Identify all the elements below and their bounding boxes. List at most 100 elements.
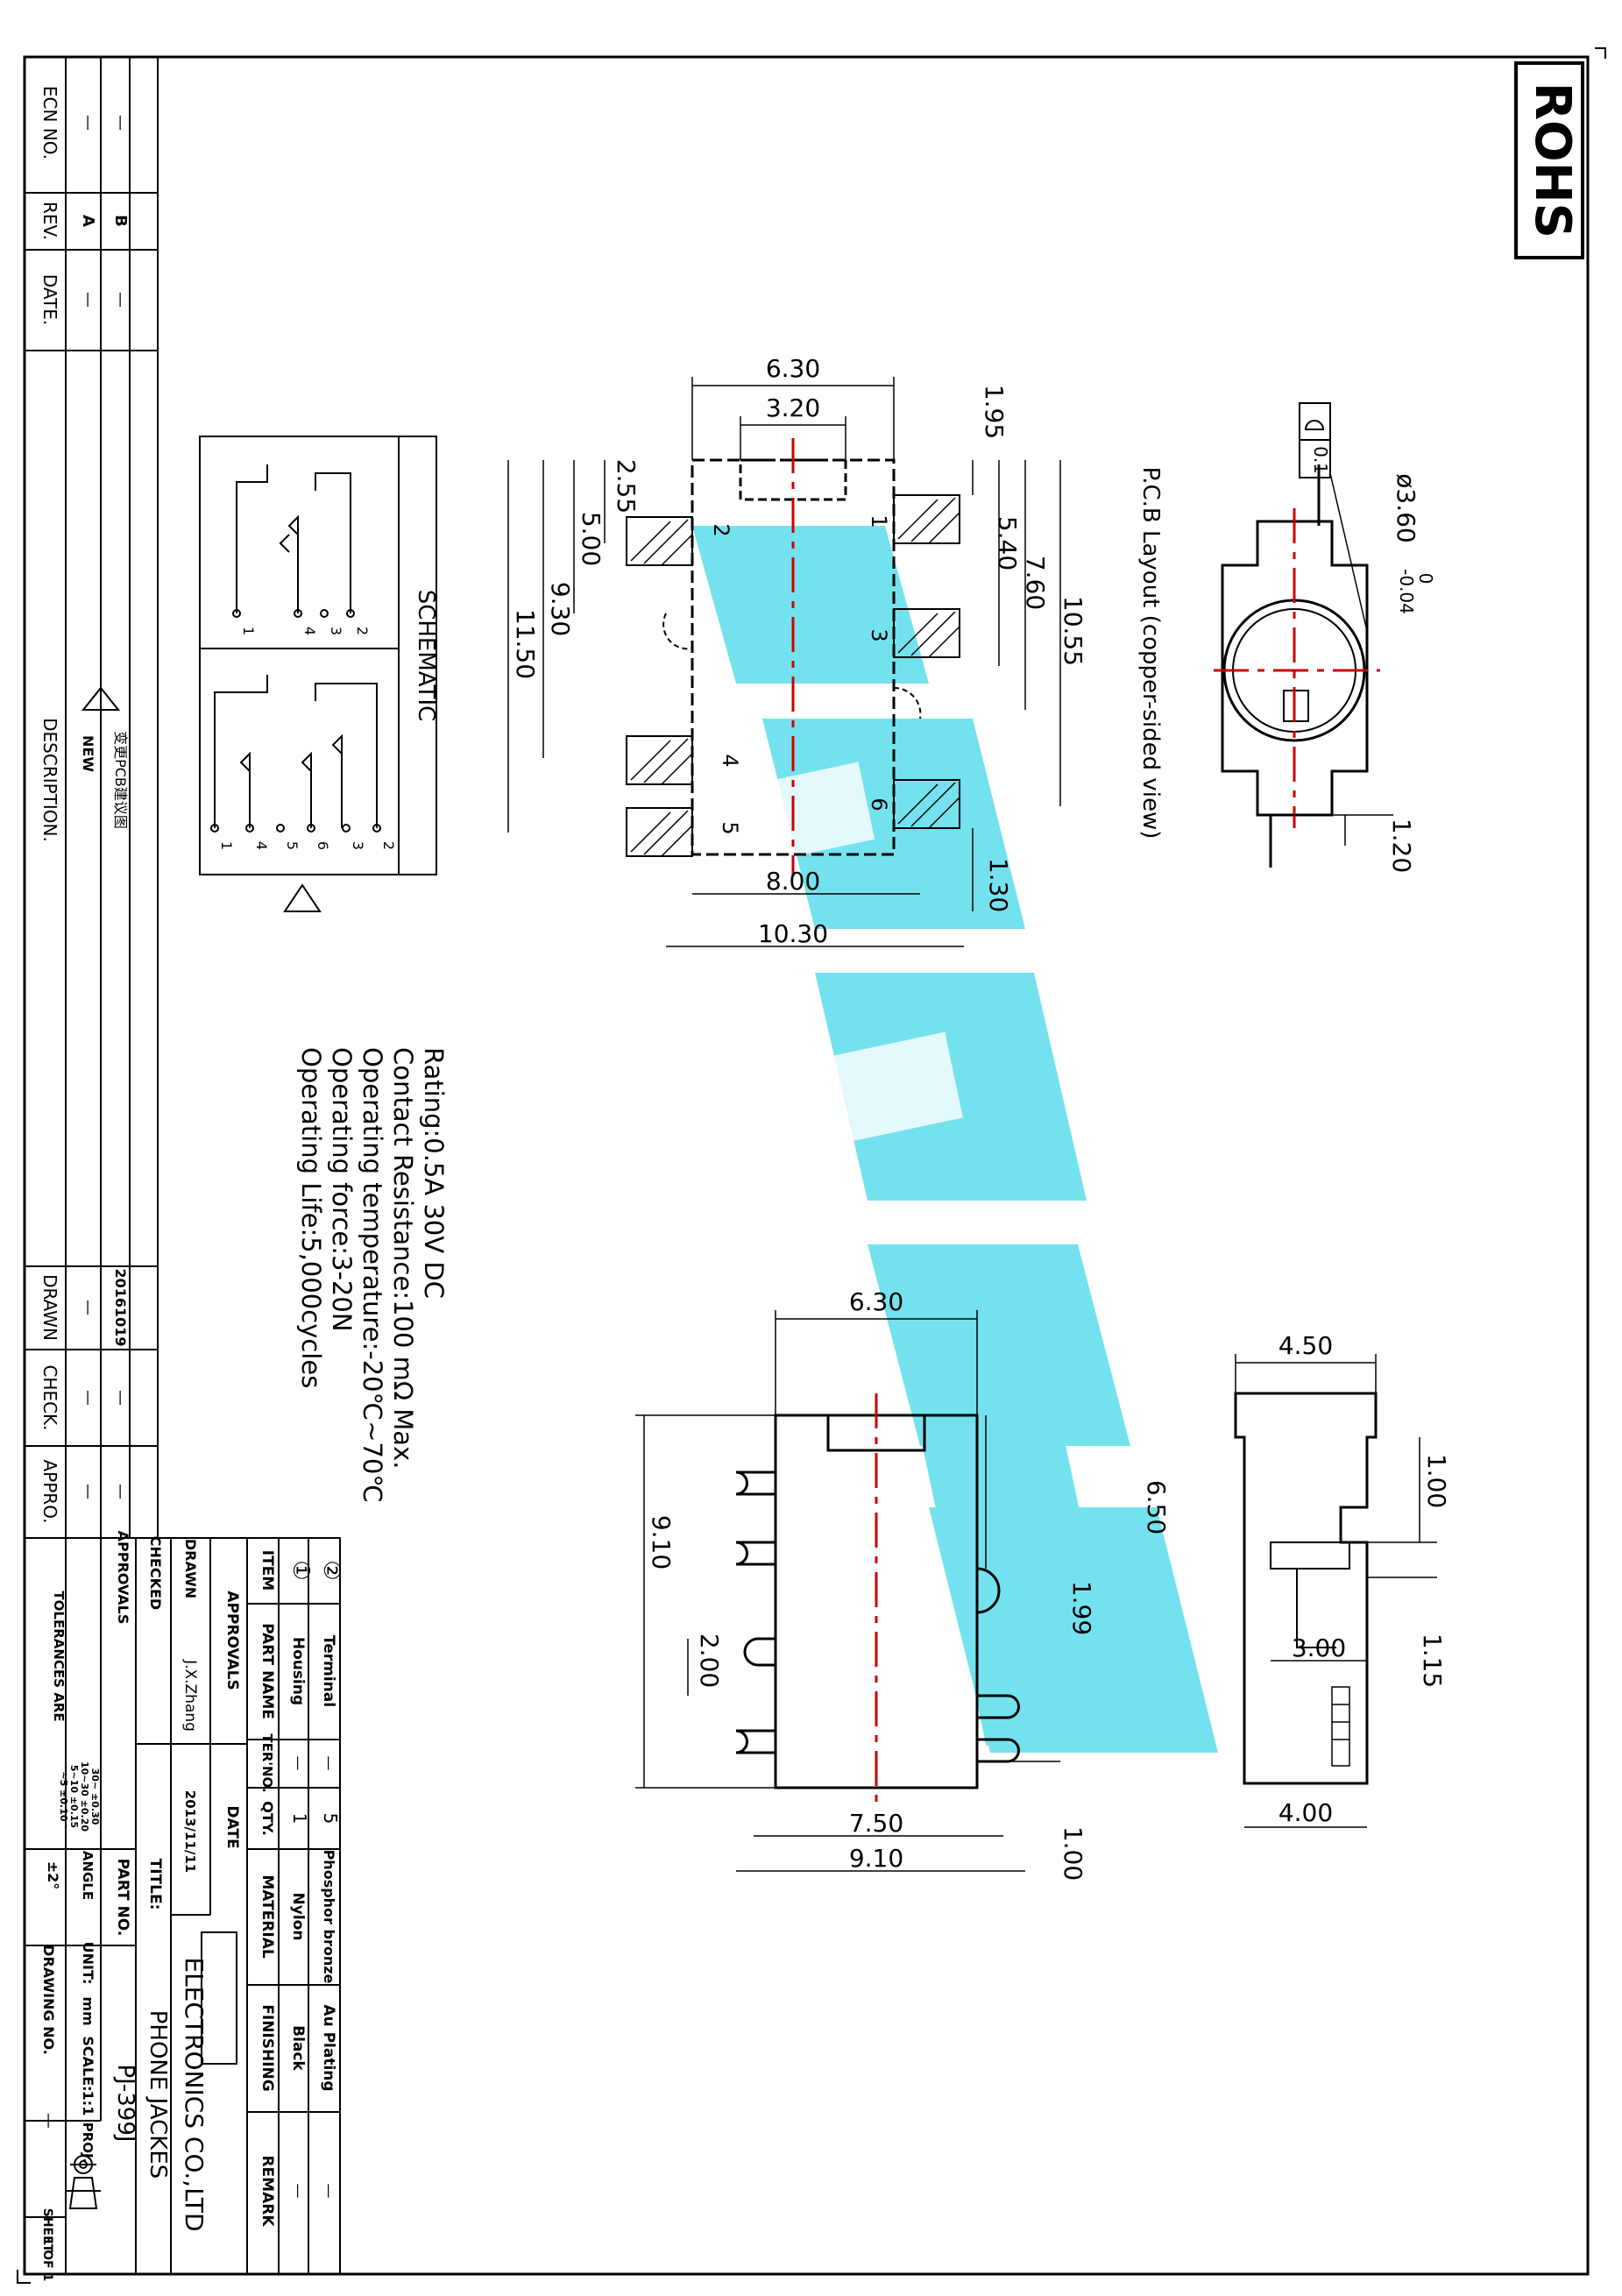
rev-a-new: NEW [80,735,96,772]
rev-a-date: — [79,292,97,308]
bom-header-material: MATERIAL [259,1874,276,1959]
bushing-key [1283,690,1309,722]
pin-label-3: 3 [867,628,891,641]
company-logo [201,1931,237,2065]
tb-tol-row-1: 30~ ±0.30 [89,1768,101,1825]
tb-checked-label: CHECKED [147,1536,164,1610]
dim-0-1: 0.1 [1310,446,1331,474]
schematic-right-pin-5: 5 [284,841,301,850]
tb-tol-row-2: 10~30 ±0.20 [79,1761,90,1832]
tb-title: PHONE JACKES [145,2010,171,2179]
dim-6-30-top: 6.30 [766,354,820,383]
dim-f-2-00: 2.00 [695,1633,724,1688]
schematic-box: SCHEMATIC 2 3 4 1 2 3 6 5 4 1 [199,436,439,875]
tb-partno-label: PART NO. [114,1859,131,1937]
bom-header-ter-no: TER'NO. [259,1733,275,1792]
dim-10-55: 10.55 [1059,596,1087,666]
dim-f-1-99: 1.99 [1067,1581,1096,1635]
tb-drawn-name: J.X.Zhang [181,1659,199,1732]
bom-header-qty: QTY. [259,1801,276,1836]
schematic-right-pin-1: 1 [218,841,235,850]
dim-f-9-10-width: 9.10 [849,1844,903,1873]
pcb-hole-right [893,686,922,719]
spec-rating: Rating:0.5A 30V DC [419,1047,449,1299]
side-view-terminal [1270,1541,1350,1570]
schematic-left-pin-1: 1 [240,627,257,635]
bom-row-housing-ter: — [289,1756,307,1771]
schematic-right-pin-2: 2 [380,841,397,850]
bom-row-housing-remark: — [289,2184,307,2199]
projection-symbol-icon [68,2155,98,2209]
rev-b-date: — [111,292,130,308]
tb-sheet-value: 1 OF 1 [40,2237,54,2282]
pad-5 [626,807,693,857]
dim-7-60: 7.60 [1021,556,1050,610]
bom-row-terminal-material: Phosphor bronze [321,1850,337,1984]
dim-3-60-tol-down: -0.04 [1396,569,1417,614]
schematic-left-pin-3: 3 [328,627,344,635]
rev-header-drawn: DRAWN [39,1274,60,1341]
schematic-title: SCHEMATIC [413,590,439,722]
corner-mark-tr [1595,47,1606,59]
pad-3 [893,608,960,658]
pin-label-2: 2 [709,523,733,536]
dim-5-00: 5.00 [577,512,606,566]
specifications: Rating:0.5A 30V DC Contact Resistance:10… [296,1047,449,1503]
title-block-grid [24,1537,341,2275]
side-view-body [1234,1392,1378,1785]
dim-s-1-15: 1.15 [1418,1633,1447,1688]
tb-angle-value: ±2° [45,1861,61,1890]
spec-operating-force: Operating force:3-20N [327,1047,357,1332]
front-view: 0.1 ø3.60 0 -0.04 1.20 P.C.B Layout (cop… [1137,402,1436,873]
dim-3-60: ø3.60 [1392,473,1420,542]
dim-5-40: 5.40 [993,516,1022,570]
top-view-terminals [735,1470,1020,1763]
tb-date-label: DATE [223,1805,241,1848]
dim-f-9-10-height: 9.10 [647,1515,676,1570]
spec-contact-resistance: Contact Resistance:100 mΩ Max. [388,1047,418,1469]
rev-b-appro: — [79,1484,97,1499]
bom-row-terminal-item: ② [318,1560,344,1580]
bom-row-terminal-finishing: Au Plating [320,2004,337,2091]
top-view-dimension-lines [635,1310,1060,1872]
tb-sheet-label: SHEET [40,2208,54,2253]
tb-angle-label: ANGLE [80,1851,96,1900]
dim-1-30: 1.30 [984,858,1013,912]
schematic-right-pin-3: 3 [350,841,366,850]
dim-9-30: 9.30 [546,582,575,636]
sheet-border [23,55,1590,2276]
pin-label-5: 5 [718,821,742,834]
bom-row-housing-qty: 1 [289,1813,310,1825]
bom-header-part-name: PART NAME [259,1623,276,1719]
spec-operating-life: Operating Life:5,000cycles [296,1047,326,1388]
schematic-frame [199,436,437,875]
dim-1-20: 1.20 [1387,818,1416,873]
tb-drawn-label: DRAWN [182,1539,199,1598]
dim-1-95: 1.95 [980,385,1009,439]
schematic-left-pin-4: 4 [301,627,318,635]
dim-f-6-30: 6.30 [849,1287,903,1316]
side-view: 4.50 1.00 1.15 3.00 4.00 [1234,1331,1451,1828]
rev-header-appro: APPRO. [39,1460,60,1524]
bom-header-item: ITEM [259,1550,276,1591]
tb-unit-label: UNIT: [80,1942,96,1985]
rohs-stamp-box [1514,61,1584,259]
tb-tolerances-label: TOLERANCES ARE [51,1591,67,1721]
revision-table [25,57,158,1538]
dia-leader [1329,472,1368,632]
spec-operating-temperature: Operating temperature:-20℃~70℃ [358,1047,387,1503]
rev-a-check: — [111,1390,130,1406]
schematic-right-symbol [210,675,381,833]
pin-label-6: 6 [867,797,891,811]
rev-a-letter: A [79,215,97,227]
rev-b-ecn: — [111,115,130,131]
side-view-ribs [1331,1686,1350,1767]
rev-a-ecn: — [79,115,97,131]
dim-8-00: 8.00 [766,867,820,896]
tb-drawingno-label: DRAWING NO. [40,1945,57,2055]
tb-unit-value: mm [80,1996,96,2025]
dim-3-20: 3.20 [766,393,820,422]
rev-a-desc-cn: 变更PCB建议图 [112,731,129,829]
rev-header-rev: REV. [39,202,60,240]
rev-b-check: — [79,1390,97,1406]
